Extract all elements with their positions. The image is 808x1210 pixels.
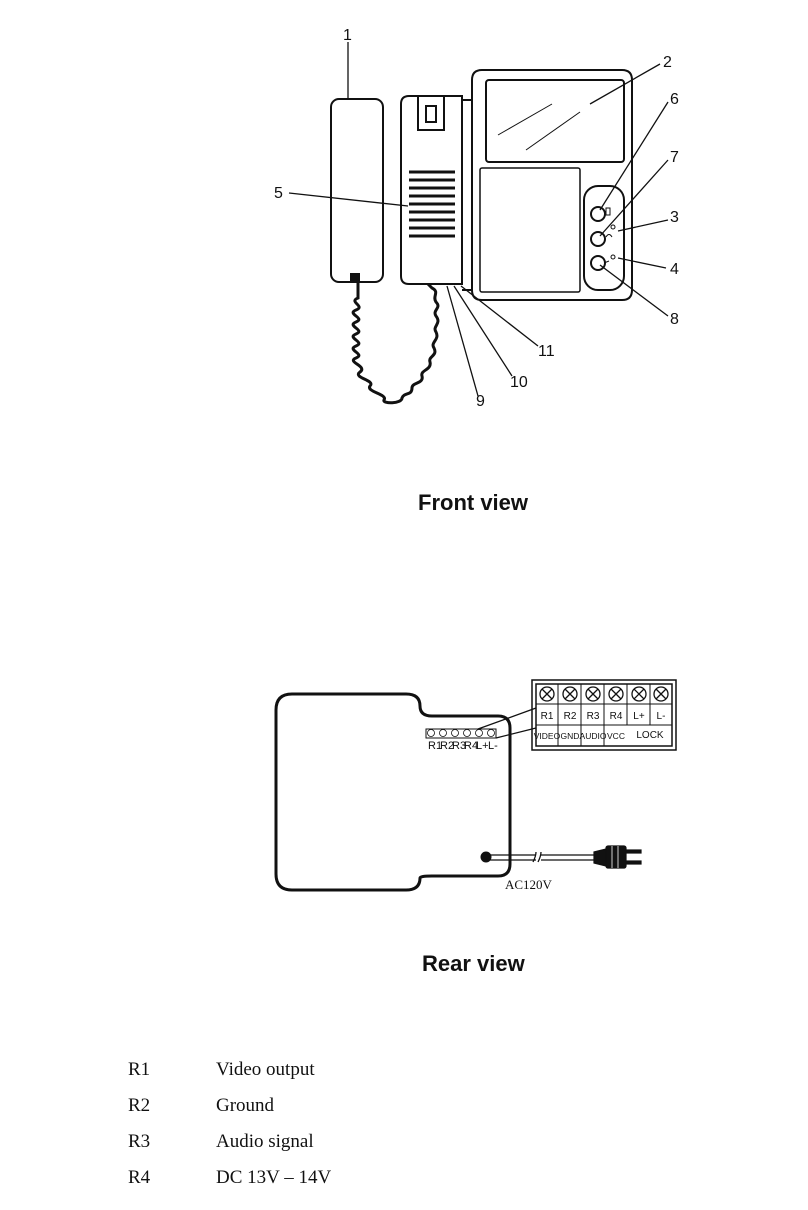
small-terminal-strip <box>425 728 497 739</box>
legend-code: R4 <box>128 1167 151 1188</box>
legend-row: R1 Video output <box>0 1055 808 1091</box>
block-func-audio: AUDIO <box>580 731 607 741</box>
legend-row: R2 Ground <box>0 1091 808 1127</box>
cradle-body <box>400 95 463 285</box>
block-func-vcc: VCC <box>607 731 625 741</box>
power-label: AC120V <box>505 877 553 892</box>
block-func-video: VIDEO <box>534 731 561 741</box>
monitor-body <box>471 69 633 301</box>
legend-row: R3 Audio signal <box>0 1127 808 1163</box>
power-led <box>610 224 616 230</box>
callout-10: 10 <box>510 374 528 391</box>
callout-11: 11 <box>538 343 555 360</box>
handset <box>330 98 384 283</box>
terminal-block <box>531 679 677 751</box>
block-code-r4: R4 <box>610 711 623 722</box>
cradle-hook <box>417 96 445 131</box>
callout-leaders <box>288 42 669 397</box>
handset-cord-socket <box>350 273 360 283</box>
rear-view-drawing <box>274 692 512 892</box>
talk-button <box>590 231 606 247</box>
small-label-r4: R4 <box>464 740 478 752</box>
coiled-cord <box>351 282 440 405</box>
callout-2: 2 <box>663 54 672 71</box>
button-panel <box>583 185 625 291</box>
power-plug <box>593 845 642 869</box>
inner-panel <box>479 167 581 293</box>
callout-8: 8 <box>670 311 679 328</box>
block-code-lplus: L+ <box>633 711 645 722</box>
block-code-r1: R1 <box>541 711 554 722</box>
block-code-r2: R2 <box>564 711 577 722</box>
callout-7: 7 <box>670 149 679 166</box>
legend-desc: Ground <box>216 1095 275 1116</box>
hook-switch <box>425 105 437 123</box>
zoom-leader-top <box>477 707 537 730</box>
rear-housing <box>274 692 512 892</box>
front-view-drawing <box>288 42 669 405</box>
callout-9: 9 <box>476 393 485 410</box>
callout-5: 5 <box>274 185 283 202</box>
legend-code: R3 <box>128 1131 151 1152</box>
small-label-lplus: L+ <box>476 740 489 752</box>
power-cord <box>490 851 594 863</box>
small-label-r3: R3 <box>452 740 466 752</box>
front-view-title: Front view <box>418 490 529 515</box>
callout-1: 1 <box>343 27 352 44</box>
small-label-r2: R2 <box>440 740 454 752</box>
zoom-leader-bottom <box>495 727 537 739</box>
callout-6: 6 <box>670 91 679 108</box>
legend-code: R1 <box>128 1059 151 1080</box>
speaker-grille <box>409 170 455 238</box>
callout-4: 4 <box>670 261 679 278</box>
small-label-lminus: L- <box>488 740 498 752</box>
power-cord-entry <box>480 851 492 863</box>
small-screws <box>427 729 495 737</box>
terminal-legend: R1 Video output R2 Ground R3 Audio signa… <box>0 1055 808 1199</box>
rear-view-title: Rear view <box>422 951 525 976</box>
block-code-r3: R3 <box>587 711 600 722</box>
small-label-r1: R1 <box>428 740 442 752</box>
legend-desc: DC 13V – 14V <box>216 1167 332 1188</box>
monitor-button <box>590 206 606 222</box>
lock-led <box>610 254 616 260</box>
block-code-lminus: L- <box>657 711 666 722</box>
callout-3: 3 <box>670 209 679 226</box>
legend-desc: Audio signal <box>216 1131 314 1152</box>
monitor-screen <box>485 79 625 163</box>
legend-code: R2 <box>128 1095 151 1116</box>
legend-desc: Video output <box>216 1059 315 1080</box>
legend-row: R4 DC 13V – 14V <box>0 1163 808 1199</box>
block-lock-label: LOCK <box>636 730 664 741</box>
block-func-gnd: GND <box>561 731 580 741</box>
